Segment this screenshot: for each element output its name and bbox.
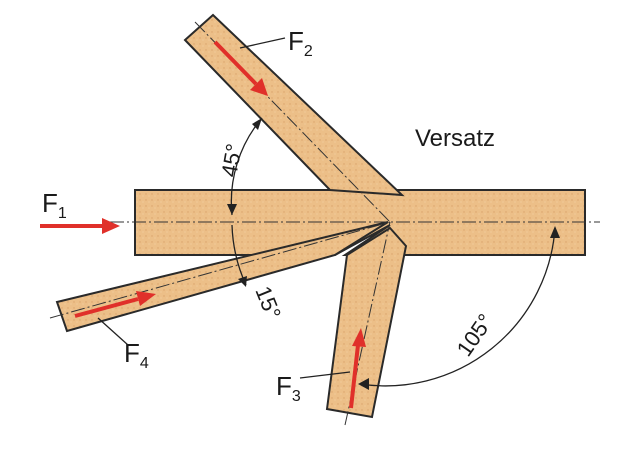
angle-arc-105	[359, 227, 556, 387]
force-arrow-f2	[213, 40, 258, 86]
label-f1: F1	[42, 188, 67, 222]
angle-label-105: 105°	[452, 309, 499, 361]
leader-f3	[299, 371, 351, 379]
vertical-strut	[325, 226, 408, 419]
force-arrowhead-f4	[136, 291, 156, 306]
upper-strut	[183, 13, 405, 197]
angle-label-15: 15°	[250, 283, 286, 323]
arc-arrowhead	[238, 276, 247, 287]
versatz-label: Versatz	[415, 125, 495, 152]
force-arrow-f4	[74, 297, 139, 318]
leader-f4	[97, 317, 129, 346]
label-f3: F3	[276, 371, 301, 405]
leader-f2	[239, 37, 286, 49]
force-arrowhead-f2	[250, 78, 268, 96]
force-arrowhead-f1	[102, 218, 120, 234]
lower-axis	[49, 221, 391, 319]
label-f4: F4	[124, 338, 149, 372]
angle-label-45: 45°	[216, 142, 246, 179]
arc-arrowhead	[252, 118, 262, 130]
force-arrowhead-f3	[352, 328, 366, 347]
label-f2: F2	[288, 26, 313, 60]
force-arrow-f3	[349, 344, 360, 409]
arc-arrowhead	[358, 378, 369, 390]
arc-arrowhead	[550, 226, 560, 238]
arc-arrowhead	[227, 204, 237, 215]
